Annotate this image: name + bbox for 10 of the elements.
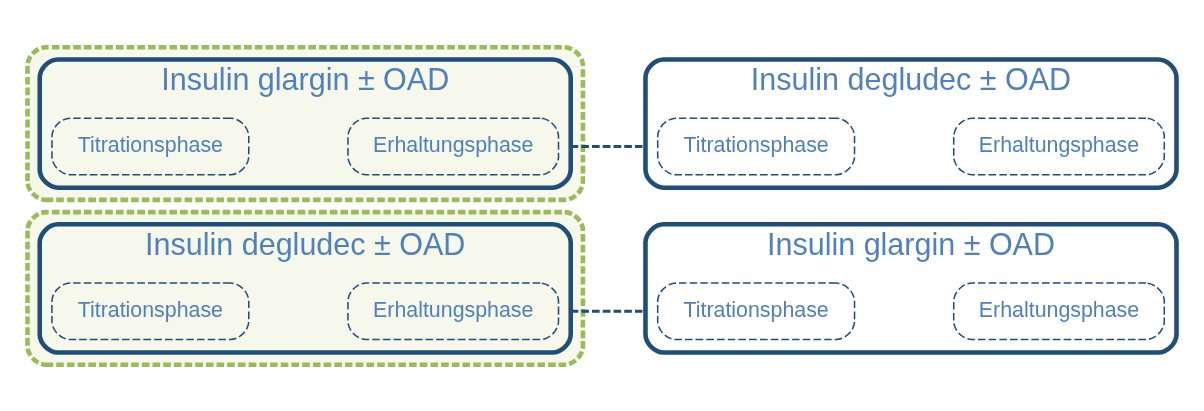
- node-box: Erhaltungsphase: [952, 117, 1166, 175]
- cluster: [25, 44, 586, 202]
- node-box: Erhaltungsphase: [952, 281, 1166, 340]
- cluster: [25, 209, 586, 367]
- node-box: Titrationsphase: [656, 117, 856, 175]
- node-box: Erhaltungsphase: [347, 281, 560, 340]
- node-box: Erhaltungsphase: [347, 117, 560, 175]
- node-box: Titrationsphase: [51, 281, 250, 340]
- node-box: Titrationsphase: [656, 281, 856, 340]
- node-box: Titrationsphase: [51, 117, 250, 175]
